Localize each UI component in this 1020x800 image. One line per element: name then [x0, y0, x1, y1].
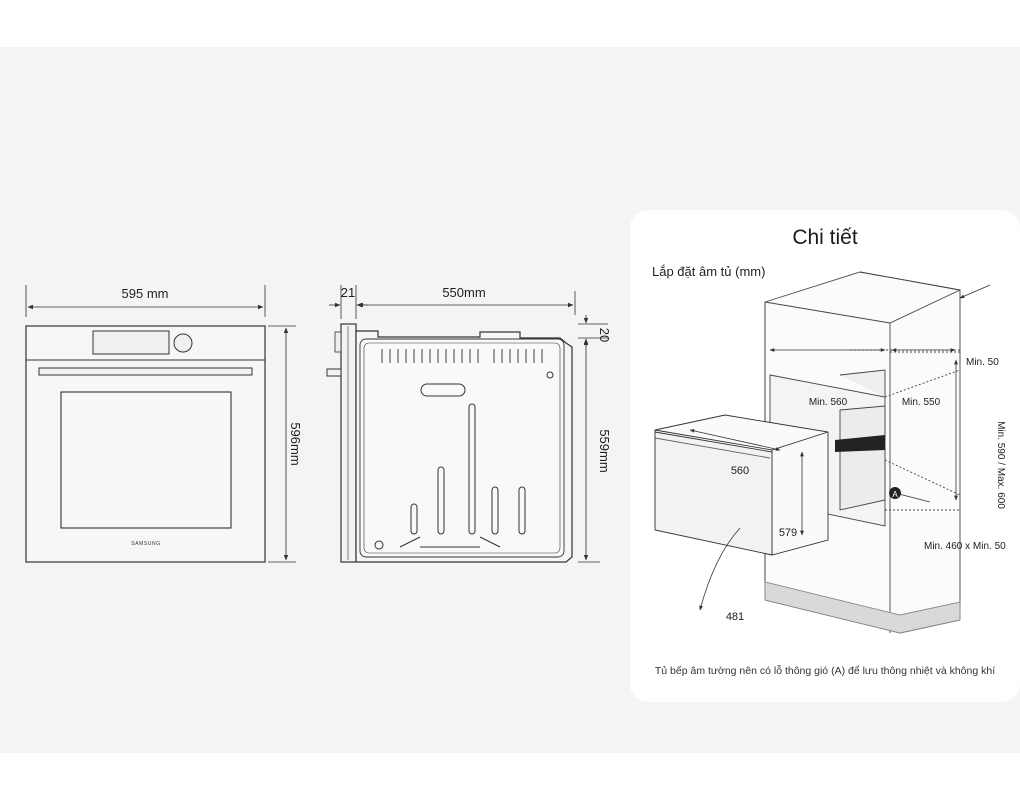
side-depth-label: 550mm: [442, 285, 485, 300]
detail-subtitle: Lắp đặt âm tủ (mm): [652, 264, 766, 279]
oven-depth-label: 481: [726, 611, 744, 623]
vent-marker-icon: [889, 487, 901, 499]
side-view: [326, 285, 608, 563]
vent-slots: [381, 349, 543, 363]
detail-dimensions: [689, 284, 991, 611]
side-door-label: 21: [341, 285, 355, 300]
brand-logo-text: SAMSUNG: [131, 541, 160, 547]
front-view: [25, 285, 296, 563]
detail-card: A Min. 50 Min. 560 Min. 550 Min. 590 / M…: [630, 210, 1020, 702]
front-width-label: 595 mm: [122, 286, 169, 301]
vent-marker-label: A: [892, 490, 898, 499]
dimension-drawings: 595 mm 596mm SAMSUNG: [25, 285, 612, 563]
min-width-label: Min. 560: [809, 397, 848, 408]
cabinet-drawing: [654, 271, 961, 634]
detail-title: Chi tiết: [792, 226, 858, 249]
side-height-label: 559mm: [597, 429, 612, 472]
vent-size-label: Min. 460 x Min. 50: [924, 541, 1006, 552]
min-depth-label: Min. 550: [902, 397, 941, 408]
height-range-label: Min. 590 / Max. 600: [995, 421, 1006, 509]
min-top-depth-label: Min. 50: [966, 357, 999, 368]
oven-width-label: 560: [731, 465, 749, 477]
oven-height-label: 579: [779, 527, 797, 539]
installation-diagram: A Min. 50 Min. 560 Min. 550 Min. 590 / M…: [654, 271, 1006, 634]
detail-note: Tủ bếp âm tường nên có lỗ thông gió (A) …: [654, 665, 996, 677]
side-top-offset-label: 20: [597, 328, 612, 342]
front-height-label: 596mm: [288, 422, 303, 465]
diagram-canvas: 595 mm 596mm SAMSUNG: [0, 47, 1020, 753]
